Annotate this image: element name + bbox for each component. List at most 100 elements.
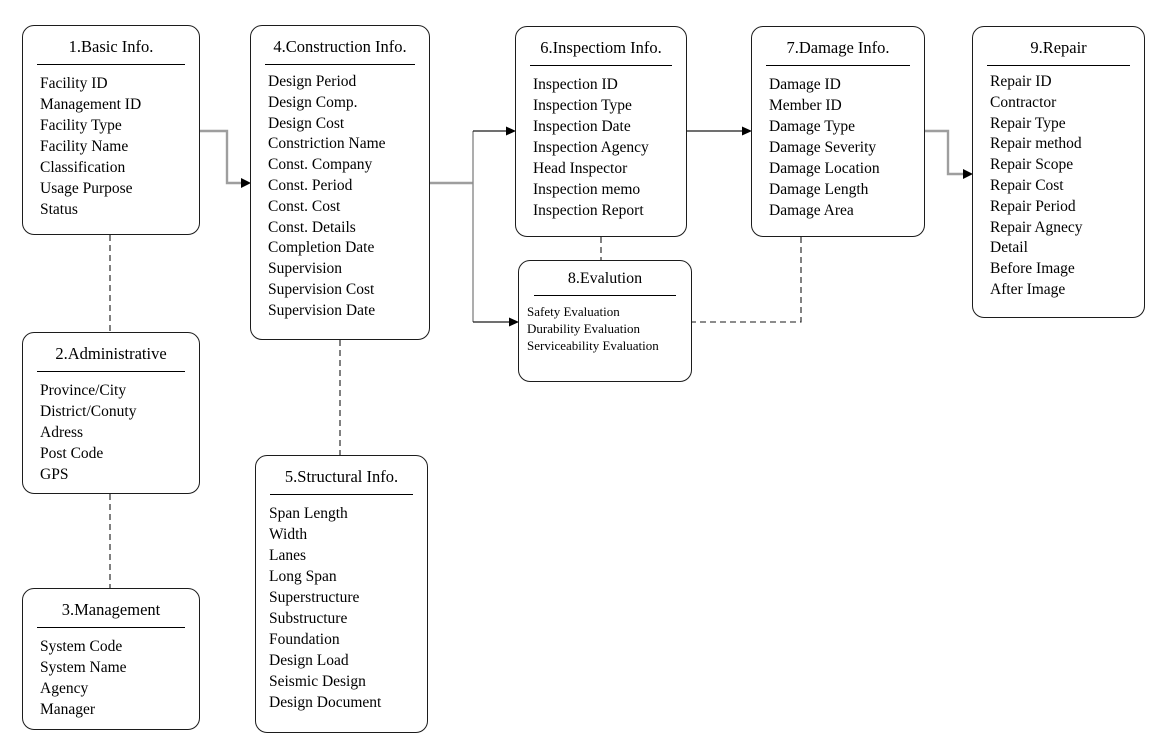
field-item: Damage Severity xyxy=(769,139,877,156)
field-item: Const. Company xyxy=(268,156,373,174)
field-item: System Name xyxy=(40,659,127,676)
field-item: Damage Type xyxy=(769,118,855,135)
field-item: Const. Cost xyxy=(268,197,341,215)
field-item: Facility ID xyxy=(40,75,108,92)
field-item: Inspection memo xyxy=(533,181,641,198)
field-item: Long Span xyxy=(269,568,337,585)
entity-title: 9.Repair xyxy=(987,27,1130,66)
connector-damage-repair xyxy=(925,129,963,176)
field-item: Completion Date xyxy=(268,239,375,257)
field-item: Damage Area xyxy=(769,202,854,219)
entity-title: 3.Management xyxy=(37,589,185,628)
field-item: Before Image xyxy=(990,260,1075,278)
field-item: Manager xyxy=(40,701,96,718)
entity-title: 2.Administrative xyxy=(37,333,185,372)
field-item: GPS xyxy=(40,466,69,483)
field-item: Member ID xyxy=(769,97,842,114)
connector-basic-construction xyxy=(200,129,242,185)
field-item: Constriction Name xyxy=(268,135,386,153)
arrowhead-repair xyxy=(963,169,973,179)
field-item: Supervision Cost xyxy=(268,280,375,298)
field-item: Contractor xyxy=(990,93,1057,111)
field-item: Const. Details xyxy=(268,218,356,236)
field-item: Inspection Date xyxy=(533,118,631,135)
field-item: Adress xyxy=(40,424,84,441)
field-item: Repair Cost xyxy=(990,176,1064,194)
entity-title: 6.Inspectiom Info. xyxy=(530,27,672,66)
field-item: Width xyxy=(269,526,308,543)
field-item: Classification xyxy=(40,159,126,176)
entity-title: 7.Damage Info. xyxy=(766,27,910,66)
field-item: Superstructure xyxy=(269,589,360,606)
arrowhead-inspection xyxy=(506,126,516,136)
field-item: Repair ID xyxy=(990,73,1052,90)
field-item: Province/City xyxy=(40,382,127,399)
field-item: Design Comp. xyxy=(268,93,358,111)
field-item: Usage Purpose xyxy=(40,180,133,197)
connector-damage-evaluation xyxy=(692,237,802,323)
field-item: Facility Type xyxy=(40,117,122,134)
field-item: Inspection Agency xyxy=(533,139,649,156)
field-item: Design Load xyxy=(269,652,349,669)
field-item: District/Conuty xyxy=(40,403,137,420)
field-item: Repair Type xyxy=(990,114,1066,132)
field-item: Damage Length xyxy=(769,181,869,198)
field-item: Design Cost xyxy=(268,114,345,132)
field-item: Repair method xyxy=(990,135,1082,153)
entity-title: 8.Evalution xyxy=(534,261,676,296)
field-item: Repair Scope xyxy=(990,156,1074,174)
field-item: Durability Evaluation xyxy=(527,321,641,336)
field-item: Inspection Report xyxy=(533,202,644,219)
field-item: System Code xyxy=(40,638,123,655)
field-item: Design Period xyxy=(268,73,357,90)
field-item: Status xyxy=(40,201,78,218)
field-item: Serviceability Evaluation xyxy=(527,338,659,353)
field-item: Management ID xyxy=(40,96,142,113)
field-item: Lanes xyxy=(269,547,307,564)
field-item: Damage ID xyxy=(769,76,841,93)
field-item: Span Length xyxy=(269,505,348,522)
field-item: Agency xyxy=(40,680,89,697)
field-item: Safety Evaluation xyxy=(527,304,620,319)
field-item: Head Inspector xyxy=(533,160,628,177)
field-item: Substructure xyxy=(269,610,348,627)
field-item: Facility Name xyxy=(40,138,129,155)
field-item: Detail xyxy=(990,239,1028,257)
field-item: Post Code xyxy=(40,445,104,462)
field-item: Supervision Date xyxy=(268,301,376,319)
field-item: Inspection Type xyxy=(533,97,632,114)
entity-title: 1.Basic Info. xyxy=(37,26,185,65)
field-item: Design Document xyxy=(269,694,382,711)
entity-title: 4.Construction Info. xyxy=(265,26,415,65)
field-item: Repair Period xyxy=(990,197,1076,215)
field-item: Damage Location xyxy=(769,160,880,177)
field-item: Supervision xyxy=(268,260,343,278)
field-item: Seismic Design xyxy=(269,673,366,690)
arrowhead-evaluation xyxy=(509,317,519,327)
field-item: Repair Agnecy xyxy=(990,218,1083,236)
field-item: Const. Period xyxy=(268,176,353,194)
field-item: Inspection ID xyxy=(533,76,618,93)
arrowhead-damage xyxy=(742,126,752,136)
entity-title: 5.Structural Info. xyxy=(270,456,413,495)
